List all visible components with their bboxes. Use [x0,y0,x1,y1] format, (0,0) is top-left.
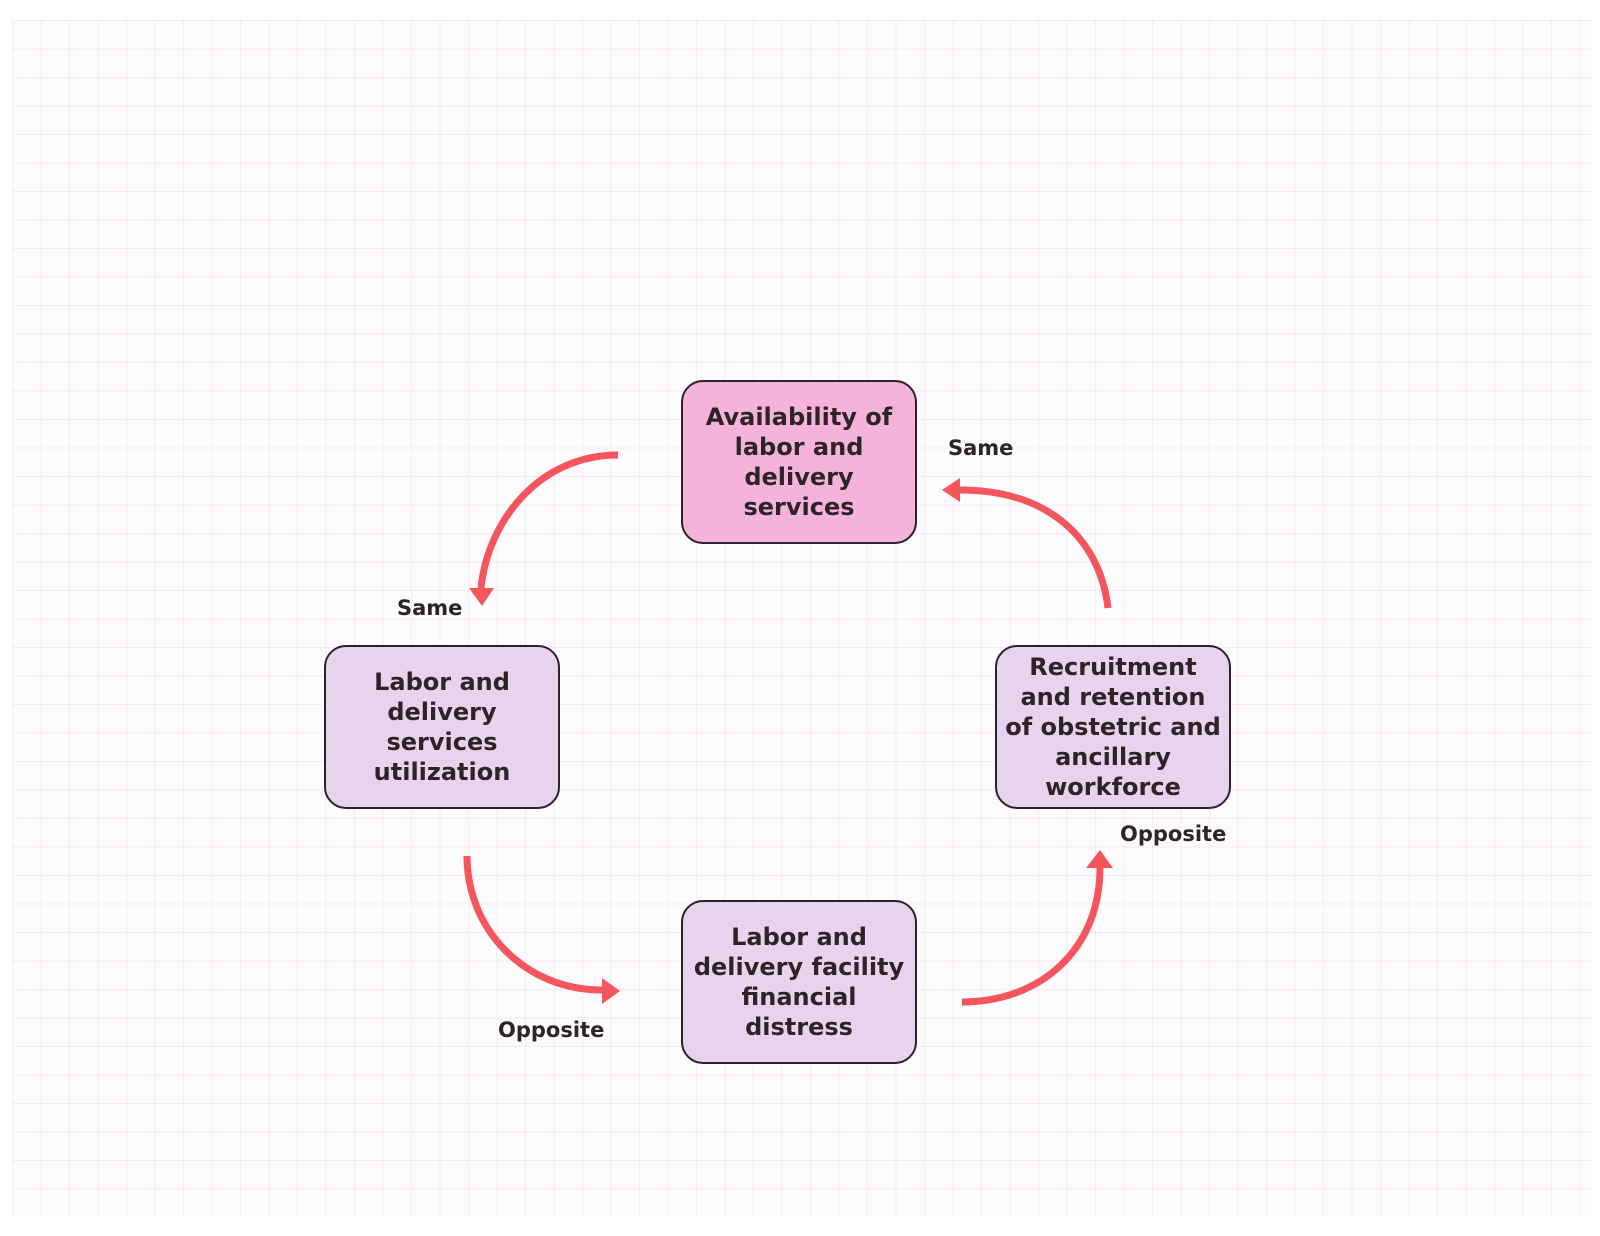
node-utilization: Labor and delivery services utilization [324,645,560,809]
node-financial-distress-label: Labor and delivery facility financial di… [693,923,905,1041]
arrow-recruitment-to-availability [942,478,1112,609]
edge-label-financial-distress-to-recruitment: Opposite [1120,822,1227,846]
node-availability: Availability of labor and delivery servi… [681,380,917,544]
edge-label-availability-to-utilization: Same [397,596,463,620]
node-recruitment: Recruitment and retention of obstetric a… [995,645,1231,809]
edge-label-recruitment-to-availability: Same [948,436,1014,460]
edge-label-utilization-to-financial-distress: Opposite [498,1018,605,1042]
node-financial-distress: Labor and delivery facility financial di… [681,900,917,1064]
node-utilization-label: Labor and delivery services utilization [373,668,511,786]
arrow-financial-distress-to-recruitment [961,850,1113,1006]
node-availability-label: Availability of labor and delivery servi… [705,403,893,521]
node-recruitment-label: Recruitment and retention of obstetric a… [1005,653,1221,801]
diagram-canvas [12,20,1592,1216]
arrow-availability-to-utilization [469,451,619,606]
arrow-utilization-to-financial-distress [463,855,620,1004]
